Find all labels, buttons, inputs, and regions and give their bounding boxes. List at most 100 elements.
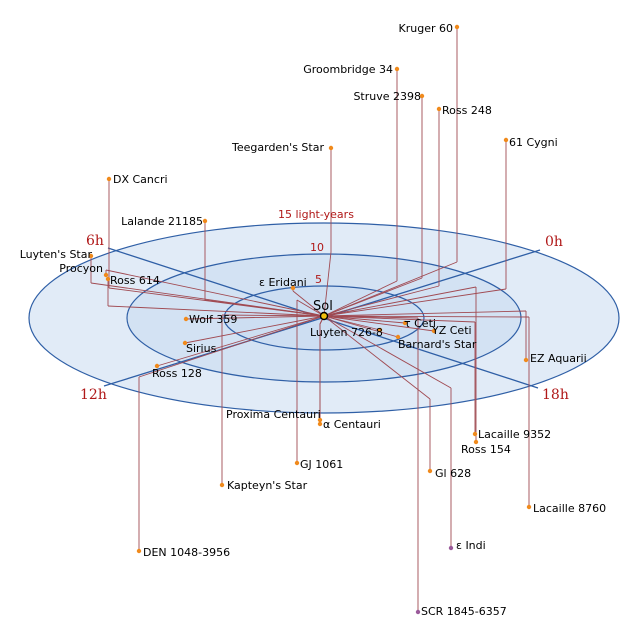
radial-line-barnard-s-star [323,315,399,338]
radial-line-wolf-359 [185,315,325,320]
star-dot-luyten-s-star [88,253,94,259]
star-dot-groombridge-34 [394,66,400,72]
sol-dot [319,311,329,321]
radial-line-scr-1845-6357 [323,315,419,319]
star-label-barnard-s-star: Barnard's Star [398,338,477,351]
star-dot-lacaille-9352 [472,431,478,437]
radial-line-ross-154 [323,286,477,317]
star-label-eridani: ε Eridani [259,276,307,289]
ring-label-10: 10 [310,241,324,254]
hour-label-12h: 12h [80,387,107,403]
radial-line-ross-614 [107,305,325,317]
star-label-procyon: Procyon [59,262,103,275]
star-dot-luyten-726-8 [377,327,383,333]
star-dot-ez-aquarii [523,357,529,363]
star-dot-indi [448,545,454,551]
star-label-ez-aquarii: EZ Aquarii [530,352,587,365]
star-label-wolf-359: Wolf 359 [189,313,237,326]
star-dot-struve-2398 [419,93,425,99]
star-dot-scr-1845-6357 [415,609,421,615]
star-label-teegarden-s-star: Teegarden's Star [231,141,324,154]
star-dot-den-1048-3956 [136,548,142,554]
star-dot-lalande-21185 [202,218,208,224]
star-dot-ross-154 [473,439,479,445]
radial-line-gl-628 [323,315,431,400]
star-dot-kapteyn-s-star [219,482,225,488]
radial-line-ez-aquarii [323,310,527,317]
star-label-struve-2398: Struve 2398 [353,90,421,103]
hour-label-6h: 6h [86,233,104,249]
star-label-61-cygni: 61 Cygni [509,136,558,149]
star-label-ross-248: Ross 248 [442,104,492,117]
radial-line-groombridge-34 [323,280,398,317]
star-label-ceti: τ Ceti [404,317,436,330]
sol-label: Sol [313,299,333,314]
star-dot-barnard-s-star [395,334,401,340]
radial-line-teegarden-s-star [323,251,332,317]
radial-line-struve-2398 [323,277,423,317]
star-dot-61-cygni [503,137,509,143]
radial-line-indi [323,315,452,389]
radial-line-gj-1061 [296,299,325,317]
radial-line-ross-128 [156,315,325,367]
star-dot-wolf-359 [183,316,189,322]
star-label-ross-614: Ross 614 [110,274,160,287]
star-label-dx-cancri: DX Cancri [113,173,168,186]
star-dot-centauri [317,421,323,427]
star-dot-yz-ceti [431,328,437,334]
star-label-yz-ceti: YZ Ceti [431,324,472,337]
star-label-lacaille-8760: Lacaille 8760 [533,502,606,515]
hour-labels: 0h 6h 12h 18h [80,233,569,403]
star-dot-ross-614 [105,276,111,282]
star-label-indi: ε Indi [456,539,486,552]
star-label-kruger-60: Kruger 60 [399,22,453,35]
star-dot-ceti [402,320,408,326]
star-label-ross-128: Ross 128 [152,367,202,380]
drop-lines [90,27,530,612]
radial-line-lacaille-8760 [323,315,530,318]
radial-line-procyon [105,269,325,317]
star-dot-procyon [103,272,109,278]
star-dot-proxima-centauri [317,417,323,423]
star-label-luyten-726-8: Luyten 726-8 [310,326,383,339]
star-dot-lacaille-8760 [526,504,532,510]
radial-line-sirius [184,315,325,344]
ring-label-15: 15 light-years [278,208,354,221]
radial-line-yz-ceti [323,315,435,332]
star-label-gj-1061: GJ 1061 [300,458,343,471]
star-label-scr-1845-6357: SCR 1845-6357 [421,605,507,618]
star-label-sirius: Sirius [186,342,217,355]
radial-line-eridani [292,290,325,317]
star-dot-dx-cancri [106,176,112,182]
star-label-gl-628: Gl 628 [435,467,471,480]
star-dot-eridani [290,285,296,291]
star-label-centauri: α Centauri [323,418,381,431]
hour-label-18h: 18h [542,387,569,403]
ring-labels: 5 10 15 light-years [278,208,354,286]
star-dot-gl-628 [427,468,433,474]
hour-label-0h: 0h [545,234,563,250]
star-dot-teegarden-s-star [328,145,334,151]
star-label-den-1048-3956: DEN 1048-3956 [143,546,230,559]
star-label-ross-154: Ross 154 [461,443,511,456]
radial-line-kapteyn-s-star [221,314,325,317]
radial-line-lacaille-9352 [323,315,476,323]
radial-line-ross-248 [323,285,440,317]
star-dot-ross-128 [154,363,160,369]
star-label-luyten-s-star: Luyten's Star [20,248,93,261]
radial-line-den-1048-3956 [138,315,325,378]
star-dot-ross-248 [436,106,442,112]
sun-marker: Sol [313,299,333,321]
star-dot-gj-1061 [294,460,300,466]
star-dot-sirius [182,340,188,346]
star-label-groombridge-34: Groombridge 34 [303,63,393,76]
star-label-kapteyn-s-star: Kapteyn's Star [227,479,308,492]
star-dots [88,24,532,615]
radial-line-luyten-s-star [90,282,325,317]
radial-line-ceti [323,315,406,324]
star-dot-kruger-60 [454,24,460,30]
star-label-proxima-centauri: Proxima Centauri [226,408,321,421]
ring-label-5: 5 [315,273,322,286]
